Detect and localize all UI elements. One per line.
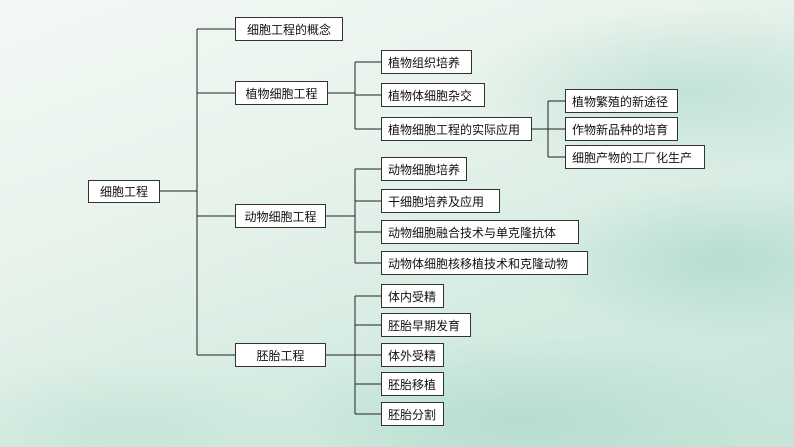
node-animal-cell-engineering: 动物细胞工程 <box>235 204 326 228</box>
root-node: 细胞工程 <box>88 180 160 203</box>
node-embryo-transfer: 胚胎移植 <box>381 372 444 396</box>
node-in-vitro-fertilization: 体外受精 <box>381 343 444 367</box>
node-plant-tissue-culture: 植物组织培养 <box>381 50 472 74</box>
node-plant-practical-application: 植物细胞工程的实际应用 <box>381 117 532 141</box>
node-plant-cell-engineering: 植物细胞工程 <box>235 81 328 105</box>
node-in-vivo-fertilization: 体内受精 <box>381 284 444 308</box>
node-cell-engineering-concept: 细胞工程的概念 <box>235 17 343 41</box>
node-animal-cell-culture: 动物细胞培养 <box>381 157 467 181</box>
node-embryo-splitting: 胚胎分割 <box>381 402 444 426</box>
node-cell-fusion-monoclonal: 动物细胞融合技术与单克隆抗体 <box>381 220 579 244</box>
node-new-crop-varieties: 作物新品种的培育 <box>565 117 678 141</box>
node-nuclear-transfer-cloning: 动物体细胞核移植技术和克隆动物 <box>381 251 588 275</box>
node-stem-cell-culture: 干细胞培养及应用 <box>381 189 500 213</box>
node-early-embryo-development: 胚胎早期发育 <box>381 313 471 337</box>
node-embryo-engineering: 胚胎工程 <box>235 343 326 367</box>
node-plant-somatic-hybridization: 植物体细胞杂交 <box>381 83 485 107</box>
node-new-propagation-route: 植物繁殖的新途径 <box>565 89 678 113</box>
node-industrial-cell-products: 细胞产物的工厂化生产 <box>565 145 705 169</box>
